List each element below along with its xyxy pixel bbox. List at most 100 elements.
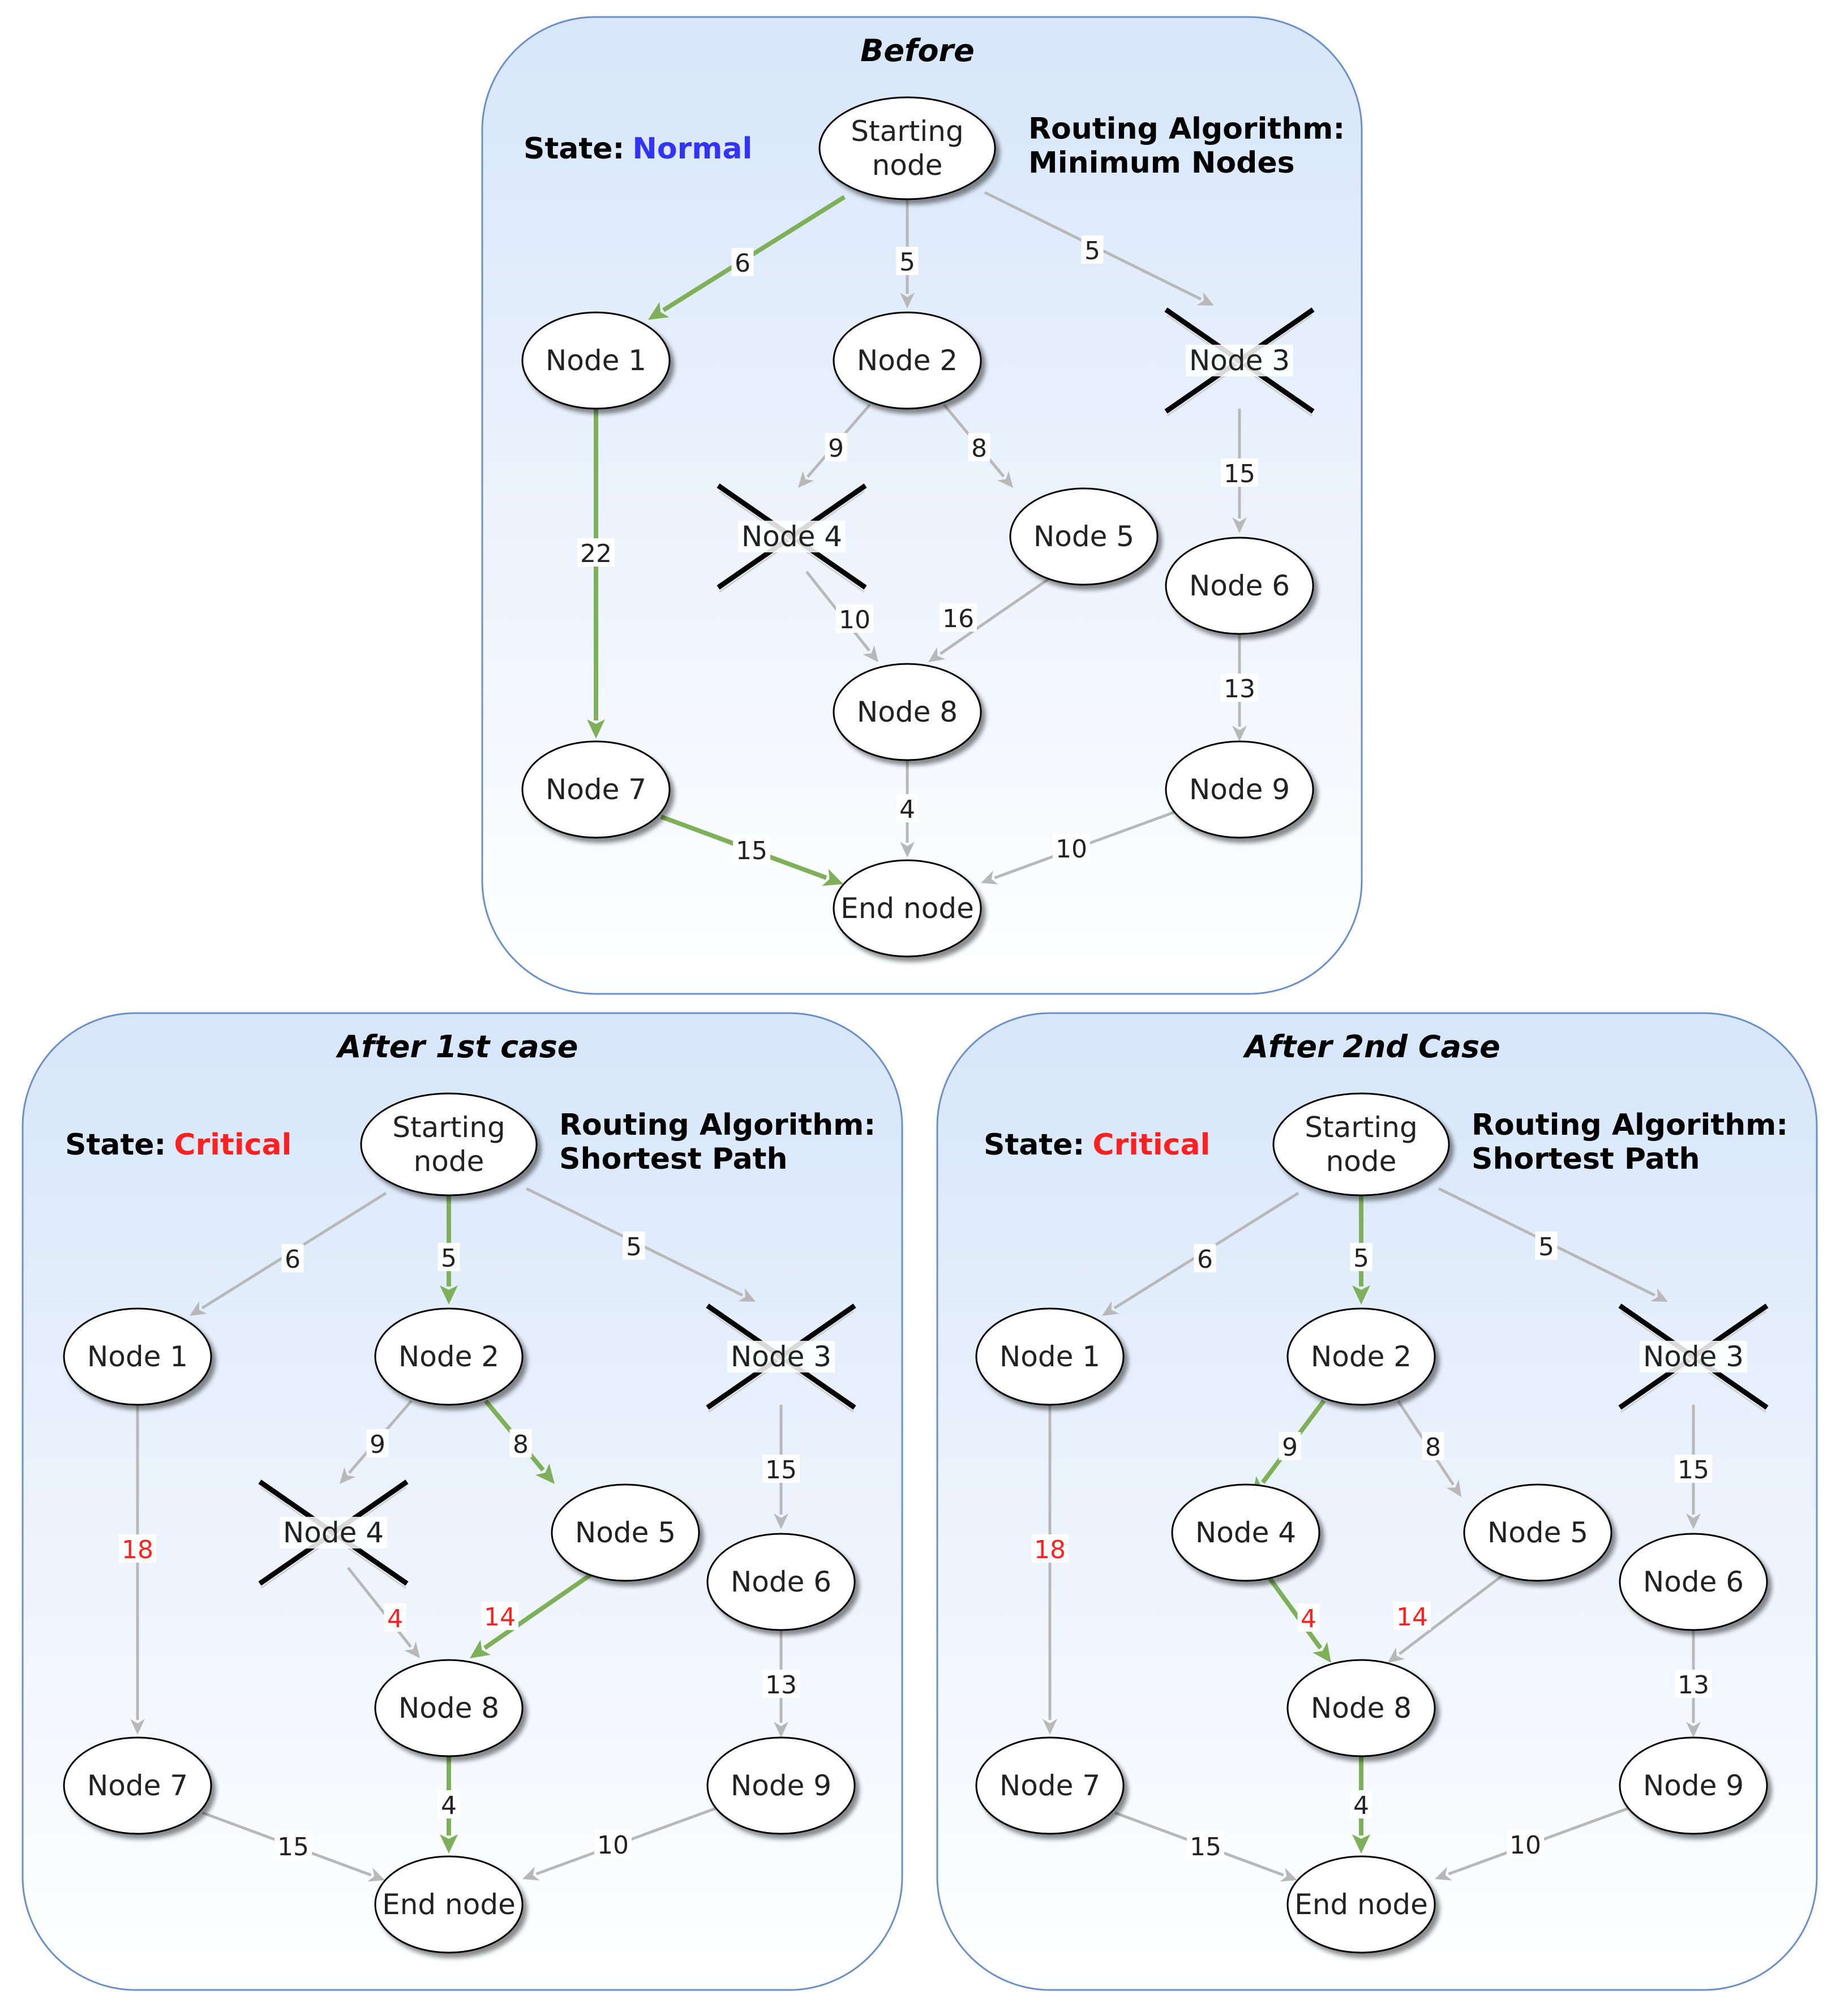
edge-start-n3-label-bg (623, 1232, 645, 1260)
edge-n6-n9-arrowhead (774, 1722, 788, 1738)
edge-n6-n9-label-bg (762, 1670, 800, 1698)
node-n9: Node 9 (706, 1736, 856, 1835)
edge-start-n1: 6 (1102, 1191, 1299, 1316)
node-n4: Node 4 (717, 483, 867, 593)
edge-n6-n9-arrowhead (1232, 726, 1247, 741)
edge-n9-end-weight: 10 (597, 1831, 629, 1860)
node-n7: Node 7 (63, 1736, 212, 1835)
edge-start-n2: 5 (438, 1195, 460, 1305)
node-label: Node 9 (731, 1769, 831, 1802)
edge-n7-end-label-bg (275, 1831, 312, 1860)
edge-n1-n7: 22 (577, 409, 615, 739)
node-label: node (872, 149, 943, 182)
node-n6: Node 6 (706, 1533, 856, 1631)
node-ellipse (1286, 1307, 1436, 1406)
node-label: End node (1294, 1888, 1428, 1921)
edge-start-n3-label-bg (1535, 1232, 1558, 1260)
edge-start-n2-label-bg (1350, 1243, 1373, 1271)
panel-frame (481, 16, 1363, 995)
node-n5: Node 5 (551, 1483, 700, 1582)
edge-n4-n8: 10 (805, 571, 878, 662)
edge-n2-n5-weight: 8 (513, 1430, 529, 1459)
node-ellipse (63, 1307, 212, 1406)
node-end: End node (374, 1855, 524, 1954)
edge-n9-end-arrowhead (1435, 1867, 1452, 1881)
node-ellipse (1165, 537, 1314, 635)
edge-n7-end-arrowhead (367, 1868, 385, 1882)
edge-start-n2-label-bg (438, 1243, 460, 1271)
edge-start-n2-arrowhead (440, 1285, 458, 1305)
edge-n3-n6: 15 (762, 1405, 800, 1529)
state-label-text: State: (524, 132, 624, 166)
edge-start-n1-label-bg (281, 1244, 304, 1272)
edge-start-n1-weight: 6 (735, 249, 750, 278)
edge-n2-n4-arrowhead (798, 471, 814, 488)
edge-start-n1-line (662, 195, 846, 312)
edge-start-n1-arrowhead (1102, 1301, 1120, 1316)
node-ellipse (1463, 1483, 1612, 1582)
edge-start-n1-arrowhead (648, 302, 670, 320)
node-n3: Node 3 (1164, 307, 1315, 417)
node-label: Node 5 (575, 1516, 676, 1549)
edge-start-n2-weight: 5 (441, 1244, 457, 1273)
edge-n5-n8-label-bg (481, 1602, 518, 1630)
node-ellipse (1171, 1483, 1320, 1582)
edge-n2-n4-label-bg (825, 433, 847, 461)
node-label: Node 6 (731, 1565, 831, 1598)
edge-n7-end-weight: 15 (736, 837, 767, 865)
routing-algorithm-value: Shortest Path (559, 1142, 788, 1176)
edge-start-n1-weight: 6 (1197, 1245, 1213, 1274)
edge-n9-end: 10 (981, 810, 1175, 885)
edge-n2-n5-arrowhead (1446, 1479, 1461, 1497)
node-ellipse (975, 1307, 1125, 1406)
node-label: Node 4 (1195, 1516, 1296, 1549)
edge-n7-end: 15 (1114, 1811, 1297, 1882)
edge-start-n3: 5 (525, 1187, 756, 1302)
node-ellipse (1272, 1092, 1450, 1196)
node-ellipse (1286, 1855, 1436, 1954)
edge-n2-n5-label-bg (1422, 1432, 1444, 1460)
node-ellipse (521, 311, 671, 410)
edge-n2-n4-arrowhead (340, 1467, 356, 1484)
node-n6: Node 6 (1619, 1533, 1768, 1631)
node-label: Node 8 (398, 1692, 499, 1725)
edge-n2-n5-weight: 8 (1425, 1433, 1441, 1462)
panel-frame (936, 1012, 1818, 1991)
edge-start-n1-label-bg (1194, 1244, 1216, 1272)
node-label-bg (1640, 1341, 1747, 1372)
edge-n1-n7-weight: 18 (1034, 1535, 1066, 1564)
edge-n5-n8-weight: 14 (1396, 1603, 1428, 1632)
edge-n8-end: 4 (896, 760, 919, 857)
node-label: Node 7 (546, 773, 646, 806)
edge-n9-end-arrowhead (522, 1867, 540, 1881)
edge-n8-end-arrowhead (1352, 1834, 1370, 1854)
edge-n8-end-label-bg (896, 794, 919, 822)
edge-n4-n8-label-bg (1297, 1603, 1320, 1632)
node-label: Node 8 (1311, 1692, 1412, 1725)
node-n2: Node 2 (1286, 1307, 1436, 1406)
edge-start-n3-weight: 5 (1084, 237, 1100, 265)
state-value: Critical (1092, 1128, 1210, 1162)
edge-start-n2-arrowhead (900, 293, 915, 308)
edge-n1-n7-arrowhead (587, 719, 605, 739)
edge-n1-n7-label-bg (119, 1534, 156, 1563)
panel-frame (22, 1012, 903, 1991)
node-label: Node 3 (1643, 1340, 1744, 1373)
node-n7: Node 7 (975, 1736, 1125, 1835)
edge-n7-end-arrowhead (1280, 1868, 1297, 1882)
edge-start-n3-weight: 5 (626, 1233, 642, 1262)
edge-n4-n8-arrowhead (1313, 1642, 1331, 1663)
edge-n8-end-weight: 4 (441, 1791, 457, 1820)
edge-start-n3: 5 (984, 191, 1214, 306)
node-n1: Node 1 (975, 1307, 1125, 1406)
edge-n4-n8-label-bg (836, 604, 873, 633)
edge-n2-n5-label-bg (509, 1429, 532, 1457)
edge-start-n3-weight: 5 (1538, 1233, 1554, 1262)
edge-n4-n8-label-bg (384, 1603, 406, 1632)
edge-n2-n5-weight: 8 (971, 434, 987, 463)
edge-n2-n4-weight: 9 (370, 1430, 385, 1459)
